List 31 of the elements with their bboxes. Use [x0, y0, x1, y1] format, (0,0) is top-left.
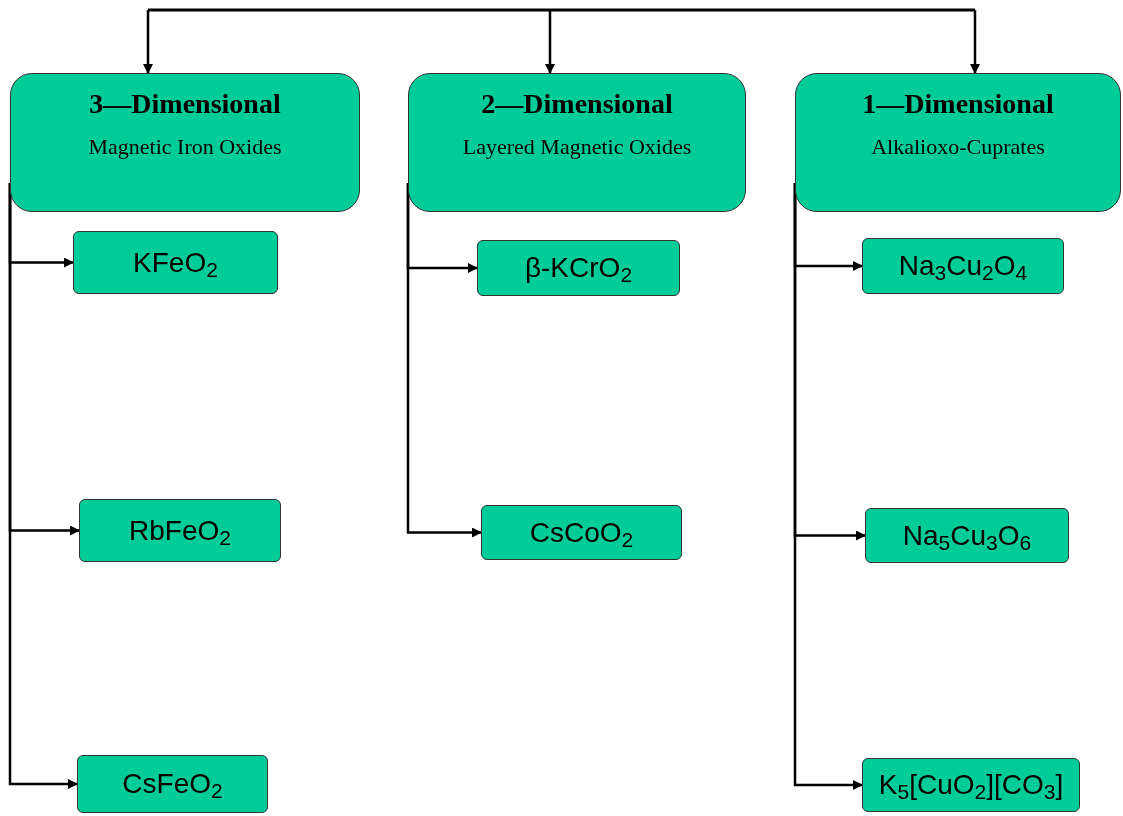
- category-title: 2—Dimensional: [481, 87, 673, 121]
- category-subtitle: Alkalioxo-Cuprates: [871, 133, 1045, 161]
- category-subtitle: Layered Magnetic Oxides: [462, 133, 692, 161]
- formula-label: Na$_{3}$Cu$_{2}$O$_{4}$: [898, 252, 1028, 280]
- compound-box: [73, 231, 278, 294]
- arrow: [8, 183, 78, 789]
- formula-label: K$_{5}$[CuO$_{2}$][CO$_{3}$]: [878, 771, 1064, 799]
- arrow: [143, 10, 153, 74]
- compound-box: [862, 758, 1080, 812]
- compound-box: [481, 505, 682, 560]
- formula-label: CsFeO$_{2}$: [122, 770, 223, 798]
- compound-box: [477, 240, 680, 296]
- arrow: [970, 10, 980, 74]
- category-box: [795, 73, 1121, 212]
- formula-label: RbFeO$_{2}$: [129, 516, 231, 545]
- formula-label: KFeO$_{2}$: [133, 248, 218, 277]
- category-subtitle: Magnetic Iron Oxides: [88, 133, 282, 161]
- formula-label: CsCoO$_{2}$: [529, 518, 634, 547]
- compound-box: [79, 499, 281, 562]
- compound-box: [77, 755, 268, 813]
- formula-label: β-KCrO$_{2}$: [524, 254, 633, 282]
- arrow: [545, 10, 555, 74]
- compound-box: [865, 508, 1069, 563]
- category-box: [10, 73, 360, 212]
- category-box: [408, 73, 746, 212]
- arrow: [793, 183, 863, 790]
- category-title: 1—Dimensional: [862, 87, 1054, 121]
- category-title: 3—Dimensional: [89, 87, 281, 121]
- arrow: [406, 183, 482, 538]
- compound-box: [862, 238, 1064, 294]
- formula-label: Na$_{5}$Cu$_{3}$O$_{6}$: [902, 521, 1032, 550]
